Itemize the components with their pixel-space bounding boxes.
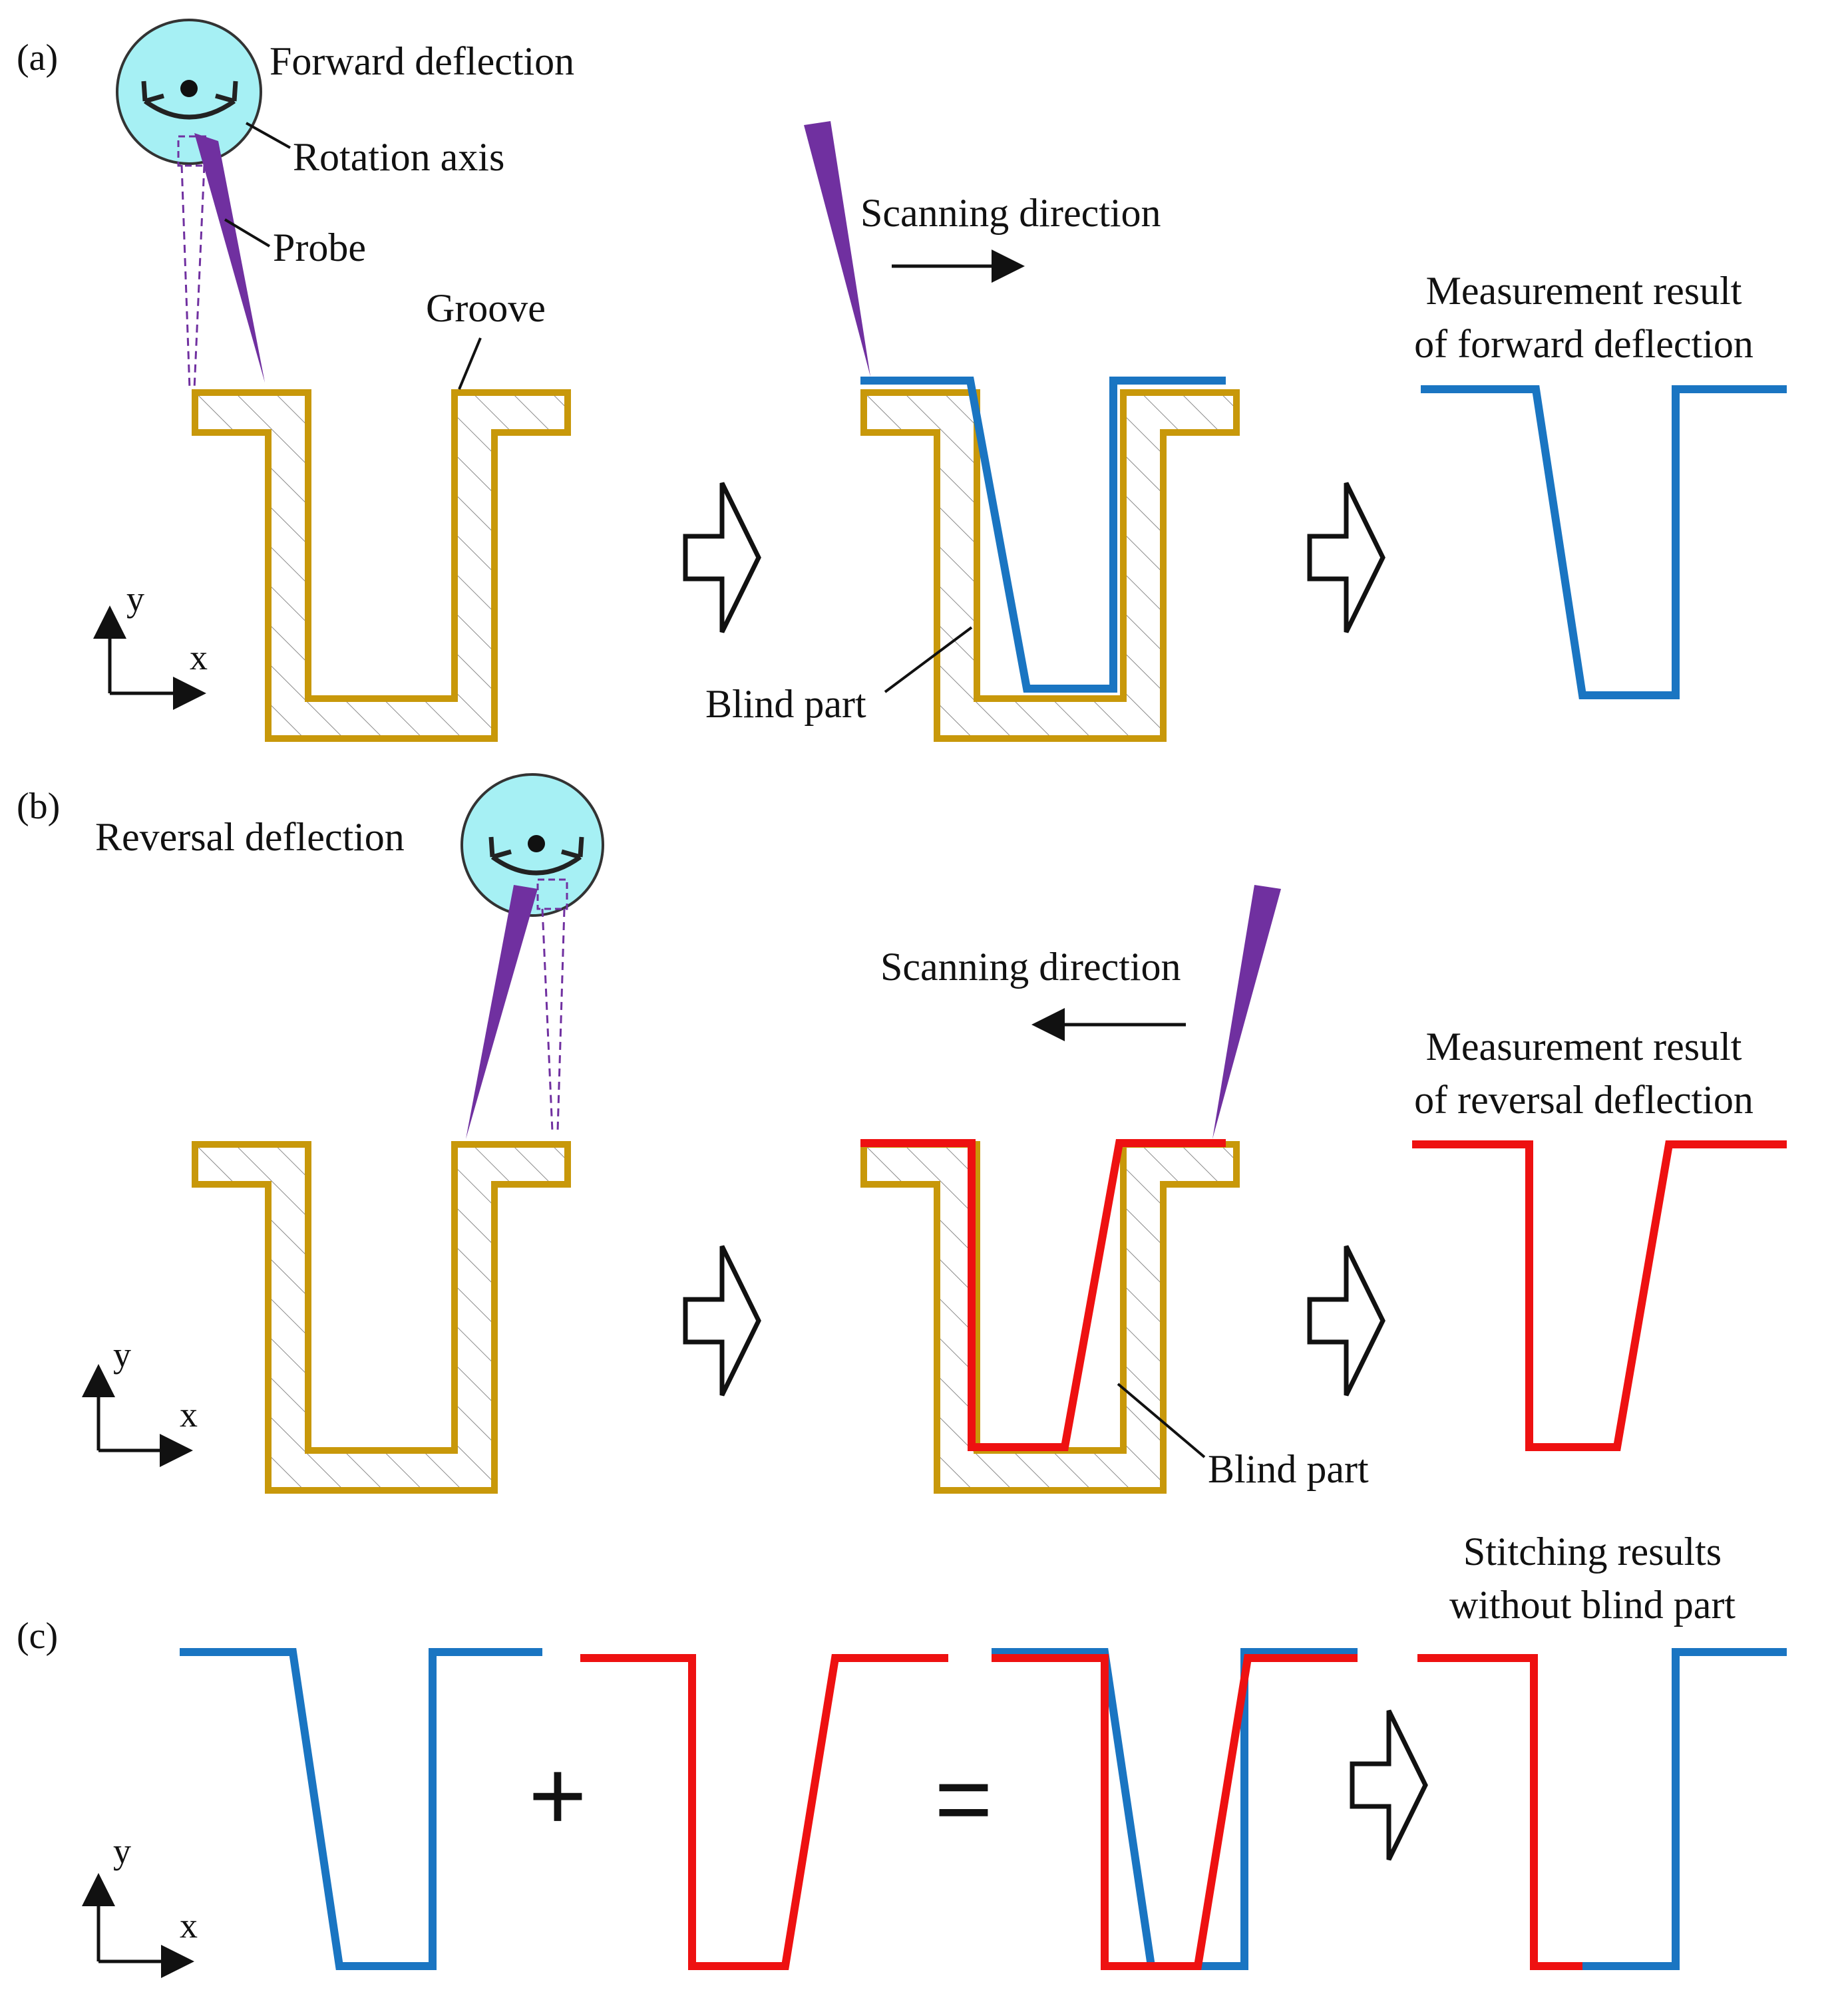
axes-c: y x bbox=[82, 1831, 198, 1978]
panel-c: (c) y x + = Stitching results without bl… bbox=[17, 1530, 1787, 1978]
probe-leader bbox=[224, 218, 271, 248]
panel-b-label: (b) bbox=[17, 786, 60, 827]
forward-measurement-profile bbox=[1421, 385, 1787, 699]
forward-profile-c bbox=[180, 1648, 542, 1970]
stitching-line2: without blind part bbox=[1449, 1583, 1736, 1627]
rotation-axis-label: Rotation axis bbox=[293, 135, 504, 179]
probe-reversal bbox=[466, 885, 538, 1139]
scanning-direction-label-a: Scanning direction bbox=[860, 191, 1161, 235]
forward-deflection-label: Forward deflection bbox=[270, 39, 574, 83]
reversal-deflection-label: Reversal deflection bbox=[95, 815, 405, 859]
flow-arrow-b1 bbox=[685, 1246, 759, 1395]
rotation-axis-leader bbox=[246, 122, 291, 149]
groove-a bbox=[195, 393, 568, 739]
groove-b bbox=[195, 1144, 568, 1490]
scanning-direction-label-b: Scanning direction bbox=[880, 945, 1181, 989]
panel-a-label: (a) bbox=[17, 37, 58, 79]
rotation-arrow-icon-b bbox=[490, 855, 582, 876]
blind-part-label-b: Blind part bbox=[1208, 1447, 1369, 1491]
y-axis-label: y bbox=[126, 579, 144, 619]
measurement-forward-line2: of forward deflection bbox=[1414, 322, 1753, 366]
groove-label: Groove bbox=[426, 286, 546, 330]
measurement-reversal-line2: of reversal deflection bbox=[1414, 1078, 1753, 1122]
x-axis-label-b: x bbox=[180, 1395, 198, 1434]
blind-part-leader-a bbox=[884, 626, 973, 693]
rotation-arrow-icon bbox=[143, 99, 236, 120]
flow-arrow-a1 bbox=[685, 483, 759, 632]
axes-a: y x bbox=[93, 579, 208, 710]
x-axis-label-c: x bbox=[180, 1906, 198, 1945]
plus-sign: + bbox=[528, 1739, 587, 1851]
reversal-profile-overlay bbox=[860, 1139, 1226, 1451]
rotation-axis-dot bbox=[180, 80, 198, 97]
probe-forward-scanning bbox=[804, 121, 870, 377]
panel-b: (b) Reversal deflection y x bbox=[17, 773, 1787, 1491]
flow-arrow-b2 bbox=[1310, 1246, 1383, 1395]
blind-part-label-a: Blind part bbox=[705, 682, 866, 726]
groove-leader bbox=[458, 337, 482, 390]
y-axis-label-c: y bbox=[113, 1831, 131, 1871]
measurement-reversal-line1: Measurement result bbox=[1426, 1025, 1742, 1069]
panel-a: (a) Forward deflection Rotation axis Pro… bbox=[17, 19, 1787, 739]
x-axis-label: x bbox=[190, 637, 208, 677]
blind-part-leader-b bbox=[1117, 1383, 1206, 1458]
measurement-forward-line1: Measurement result bbox=[1426, 269, 1742, 313]
stitched-profile-blue-part bbox=[1582, 1648, 1787, 1970]
reversal-profile-overlay-c bbox=[992, 1654, 1358, 1970]
probe-reversal-scanning bbox=[1212, 885, 1281, 1139]
rotation-disk-forward bbox=[116, 19, 262, 167]
equals-sign: = bbox=[934, 1743, 993, 1854]
panel-c-label: (c) bbox=[17, 1615, 58, 1657]
rotation-axis-dot-b bbox=[528, 835, 545, 852]
stitched-profile-red-part bbox=[1417, 1654, 1582, 1970]
reversal-profile-c bbox=[580, 1654, 948, 1970]
y-axis-label-b: y bbox=[113, 1335, 131, 1375]
stitching-line1: Stitching results bbox=[1463, 1530, 1722, 1574]
probe-forward bbox=[194, 133, 265, 383]
rotation-disk-reversal bbox=[460, 773, 604, 917]
forward-profile-overlay-c bbox=[992, 1648, 1358, 1970]
probe-label: Probe bbox=[273, 226, 366, 269]
forward-profile-overlay bbox=[860, 377, 1226, 693]
flow-arrow-c bbox=[1352, 1711, 1425, 1860]
reversal-measurement-profile bbox=[1412, 1140, 1787, 1451]
axes-b: y x bbox=[82, 1335, 198, 1467]
flow-arrow-a2 bbox=[1310, 483, 1383, 632]
